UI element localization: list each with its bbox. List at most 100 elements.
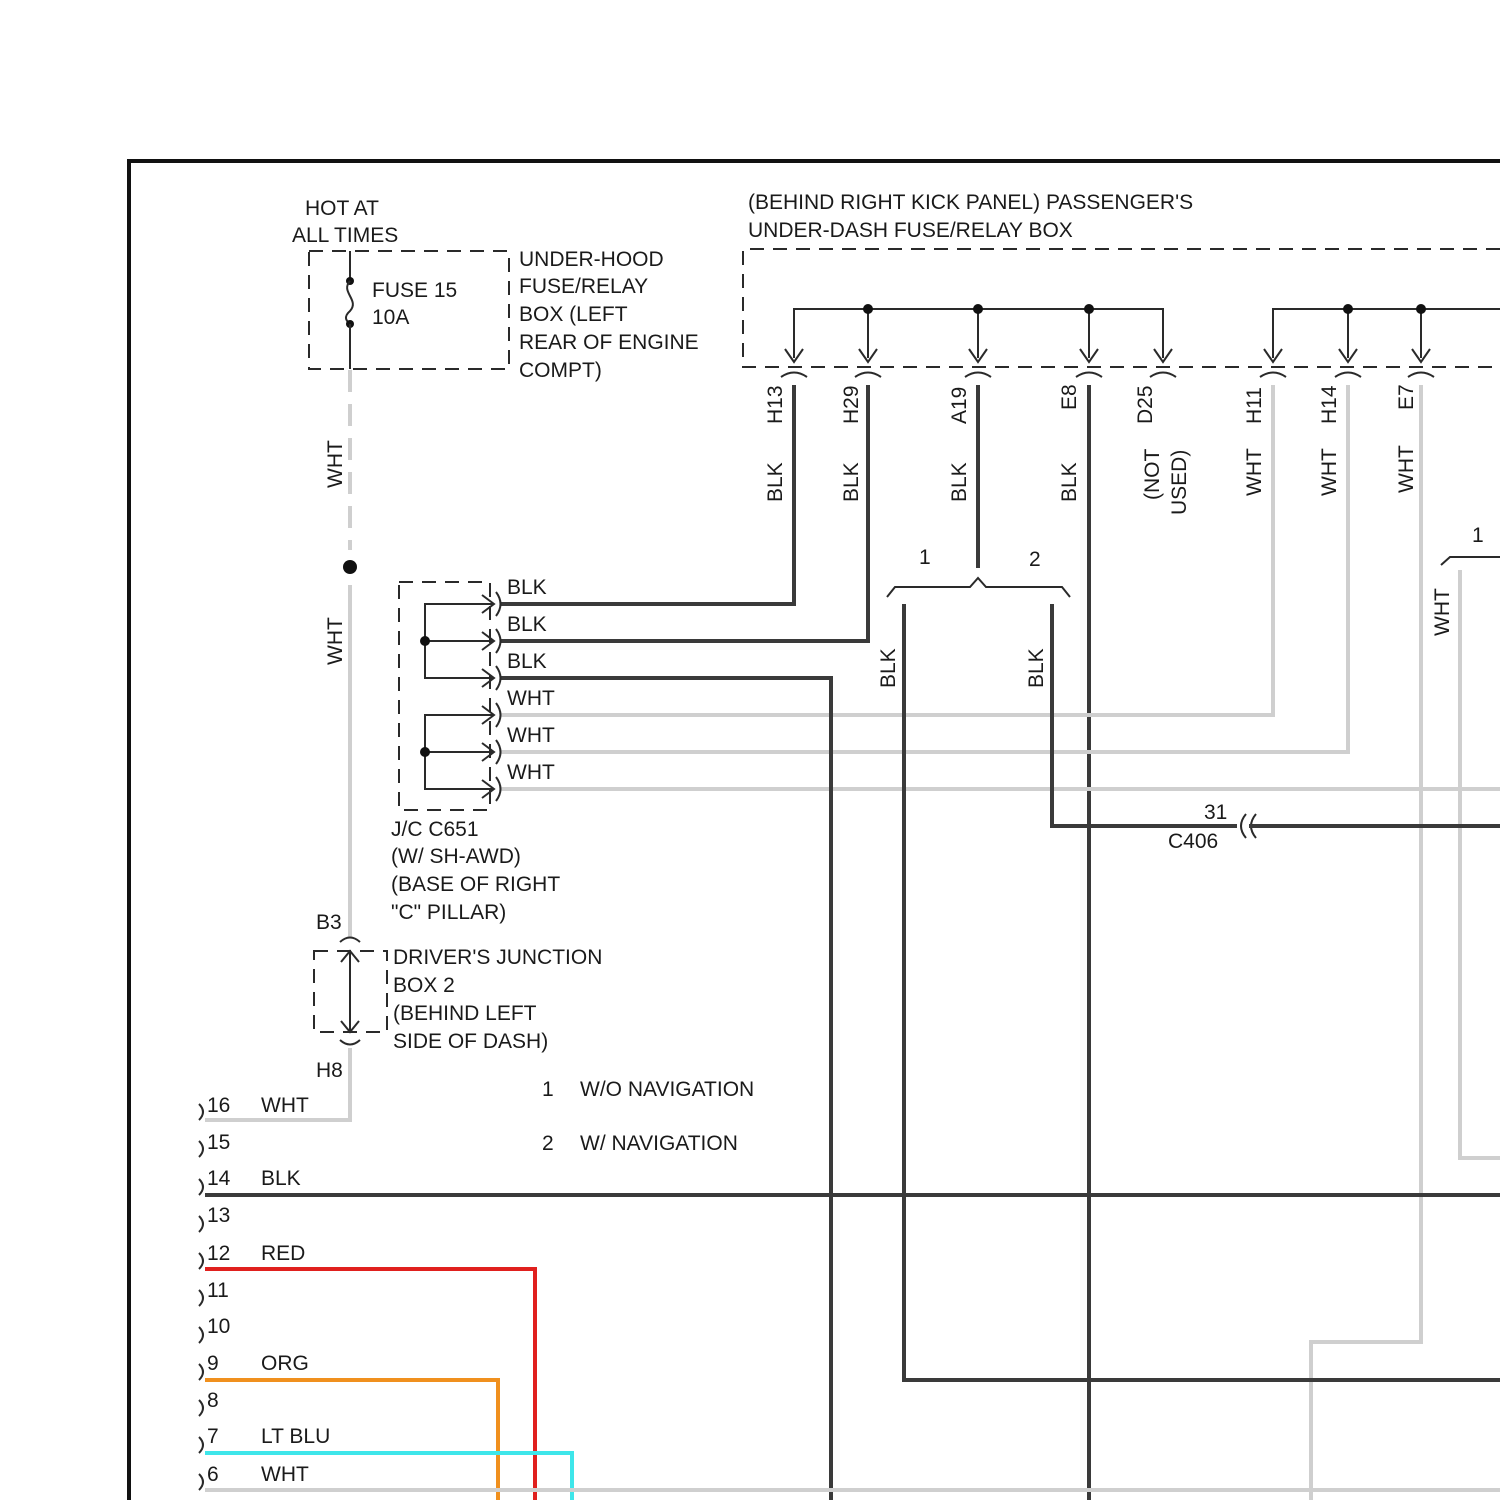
jc651-pin-cup: [496, 740, 501, 764]
jc651-pin-cup: [496, 666, 501, 690]
jb-line-1: DRIVER'S JUNCTION: [393, 946, 602, 969]
pin-number-14: 14: [207, 1167, 231, 1190]
wire-label-e8: BLK: [1058, 462, 1081, 502]
bus-node-5: [1416, 304, 1426, 314]
pin-color-16: WHT: [261, 1094, 309, 1117]
not-used-line-2: USED): [1168, 450, 1191, 515]
underhood-box-line-2: FUSE/RELAY: [519, 275, 648, 298]
c406-pin: 31: [1204, 801, 1227, 824]
jc651-wire-6: WHT: [507, 761, 555, 784]
pin-bracket: [199, 1474, 203, 1490]
wht-feed-lower-label: WHT: [324, 617, 347, 665]
left-wht-feed: WHT WHT: [205, 370, 357, 1120]
pin-bracket: [199, 1290, 203, 1306]
underhood-box-line-3: BOX (LEFT: [519, 303, 628, 326]
variant-1-color: BLK: [877, 648, 900, 688]
jc651-wire-4: WHT: [507, 687, 555, 710]
jc651-pins: [482, 592, 501, 801]
variant-num-2: 2: [1029, 548, 1041, 571]
wire-e7-wht: [1311, 385, 1421, 1500]
underhood-fuse-box: HOT AT ALL TIMES FUSE 15 10A UNDER-HOOD …: [292, 197, 699, 382]
passenger-fuse-box: (BEHIND RIGHT KICK PANEL) PASSENGER'S UN…: [743, 191, 1500, 515]
pin-bracket: [199, 1216, 203, 1232]
legend-num-2: 2: [542, 1132, 554, 1155]
terminal-a19: A19: [948, 387, 971, 424]
terminal-cup: [1150, 373, 1176, 378]
variant-2-color: BLK: [1025, 648, 1048, 688]
terminal-cup: [1335, 373, 1361, 378]
jc651-outline: [399, 582, 490, 810]
terminal-cup: [781, 373, 807, 378]
wire-right-edge-wht: [1460, 570, 1500, 1158]
terminal-h14: H14: [1318, 385, 1341, 424]
pin-bracket: [199, 1437, 203, 1453]
terminal-cup: [1408, 373, 1434, 378]
terminal-h13: H13: [764, 385, 787, 424]
right-edge-num: 1: [1472, 524, 1484, 547]
legend-text-2: W/ NAVIGATION: [580, 1132, 738, 1155]
pin-number-6: 6: [207, 1463, 219, 1486]
pin-number-9: 9: [207, 1352, 219, 1375]
jb-bottom-connector: [340, 1040, 360, 1045]
pin-color-12: RED: [261, 1242, 305, 1265]
jb-top-connector: [340, 938, 360, 943]
wire-label-e7: WHT: [1395, 445, 1418, 493]
terminal-arrows: [781, 349, 1434, 377]
pin-bracket: [199, 1400, 203, 1416]
jc651-wire-5: WHT: [507, 724, 555, 747]
pin-bracket: [199, 1327, 203, 1343]
pin-number-7: 7: [207, 1425, 219, 1448]
pin-color-6: WHT: [261, 1463, 309, 1486]
variant-split: 1 2 BLK BLK: [877, 546, 1500, 1380]
pin-number-8: 8: [207, 1389, 219, 1412]
terminal-d25: D25: [1134, 385, 1157, 424]
wire-label-h11: WHT: [1243, 448, 1266, 496]
bus-node-2: [973, 304, 983, 314]
wire-label-a19: BLK: [948, 462, 971, 502]
c406-shape-left: [1241, 814, 1246, 838]
pin-bracket: [199, 1179, 203, 1195]
pin-number-15: 15: [207, 1131, 230, 1154]
pin-color-7: LT BLU: [261, 1425, 330, 1448]
pin-bracket: [199, 1141, 203, 1157]
pin-color-9: ORG: [261, 1352, 309, 1375]
jc651-line-4: "C" PILLAR): [391, 901, 506, 924]
fuse-symbol: [346, 281, 353, 324]
pin-number-12: 12: [207, 1242, 230, 1265]
not-used-line-1: (NOT: [1141, 449, 1164, 500]
bus-node-1: [863, 304, 873, 314]
legend-num-1: 1: [542, 1078, 554, 1101]
jc651-line-3: (BASE OF RIGHT: [391, 873, 560, 896]
terminal-e8: E8: [1058, 384, 1081, 410]
wire-label-h13: BLK: [764, 462, 787, 502]
terminal-cup: [1076, 373, 1102, 378]
bus-node-3: [1084, 304, 1094, 314]
terminal-h29: H29: [840, 385, 863, 424]
passenger-box-line-2: UNDER-DASH FUSE/RELAY BOX: [748, 219, 1073, 242]
right-edge-brace: [1441, 557, 1500, 565]
legend-text-1: W/O NAVIGATION: [580, 1078, 754, 1101]
legend: 1 W/O NAVIGATION 2 W/ NAVIGATION: [542, 1078, 754, 1155]
pin-number-16: 16: [207, 1094, 230, 1117]
terminal-h11: H11: [1243, 387, 1266, 424]
jc651-wire-3: BLK: [507, 650, 547, 673]
terminal-cup: [965, 373, 991, 378]
wire-pin9-org: [205, 1380, 498, 1500]
wire-label-h29: BLK: [840, 462, 863, 502]
c406-name: C406: [1168, 830, 1218, 853]
underhood-box-line-1: UNDER-HOOD: [519, 248, 664, 271]
hot-at-label: HOT AT: [305, 197, 379, 220]
pin-brackets: [199, 1104, 203, 1490]
jc651-wire-2: BLK: [507, 613, 547, 636]
wire-label-h14: WHT: [1318, 448, 1341, 496]
wire-h13-blk: [500, 385, 794, 604]
wht-splice-dot: [343, 560, 357, 574]
pin-color-14: BLK: [261, 1167, 301, 1190]
component-connector: 16 15 14 13 12 11 10 9 8 7 6 WHT BLK RED…: [199, 1094, 1500, 1500]
jc651-node-2: [420, 747, 430, 757]
terminal-cup: [1260, 373, 1286, 378]
jc651-line-2: (W/ SH-AWD): [391, 845, 521, 868]
variant-num-1: 1: [919, 546, 931, 569]
jb-terminal-bottom: H8: [316, 1059, 343, 1082]
